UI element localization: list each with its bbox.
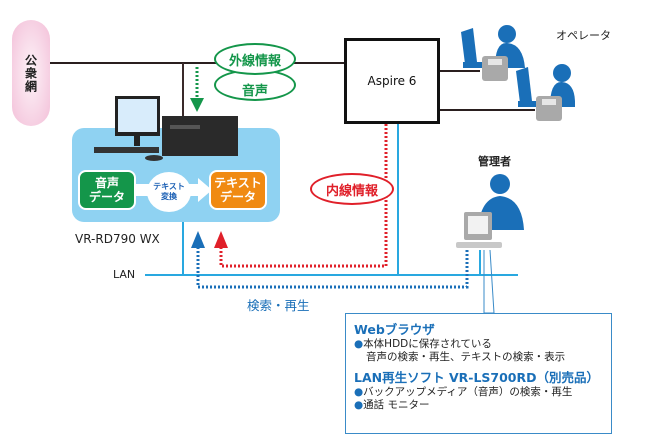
lan-label: LAN: [113, 268, 136, 281]
voice-label: 音声: [241, 83, 268, 99]
admin-label: 管理者: [478, 155, 511, 168]
pstn-node: 公衆網: [12, 20, 50, 126]
pbx-box: Aspire 6: [344, 38, 440, 124]
conversion-line2: 変換: [161, 192, 177, 201]
operators-illustration: [461, 25, 575, 121]
operators-label: オペレータ: [556, 29, 611, 42]
internal-info-path: [219, 124, 388, 268]
external-info-label: 外線情報: [228, 53, 281, 69]
web-feature-item: ●本体HDDに保存されている: [354, 338, 492, 350]
voice-data-box: 音声データ: [78, 170, 136, 210]
search-playback-label: 検索・再生: [247, 298, 310, 313]
voice-data-line2: データ: [88, 190, 125, 204]
admin-illustration: [456, 174, 524, 248]
search-playback-arrowhead: [191, 231, 205, 248]
web-browser-title: Webブラウザ: [354, 322, 435, 337]
features-callout: Webブラウザ ●本体HDDに保存されている 音声の検索・再生、テキストの検索・…: [345, 313, 612, 434]
bullet-icon: ●: [354, 338, 364, 350]
text-conversion-badge: テキスト 変換: [147, 172, 191, 212]
callout-pointer: [483, 249, 495, 314]
recorder-hardware-icon: [94, 96, 238, 161]
internal-info-oval: 内線情報: [310, 173, 394, 205]
bullet-icon: ●: [354, 386, 364, 398]
external-info-oval: 外線情報: [214, 43, 296, 75]
text-data-box: テキストデータ: [209, 170, 267, 210]
bullet-icon: ●: [354, 399, 364, 411]
voice-data-line1: 音声: [94, 176, 119, 190]
recorder-model-label: VR-RD790 WX: [75, 232, 160, 246]
operator-1-icon: [461, 25, 525, 81]
lan-feature-item-1: ●バックアップメディア（音声）の検索・再生: [354, 386, 573, 398]
lan-software-title: LAN再生ソフト VR-LS700RD（別売品）: [354, 370, 600, 385]
internal-info-label: 内線情報: [325, 183, 378, 199]
operator-2-icon: [516, 64, 575, 121]
external-info-arrowhead: [190, 98, 204, 112]
text-data-line2: データ: [219, 190, 256, 204]
web-feature-item-cont: 音声の検索・再生、テキストの検索・表示: [366, 351, 566, 363]
pstn-label: 公衆網: [23, 53, 38, 93]
lan-feature-item-2: ●通話 モニター: [354, 399, 430, 411]
text-data-line1: テキスト: [214, 176, 262, 190]
internal-info-arrowhead: [214, 231, 228, 248]
pbx-label: Aspire 6: [367, 74, 417, 88]
conversion-line1: テキスト: [153, 182, 185, 191]
